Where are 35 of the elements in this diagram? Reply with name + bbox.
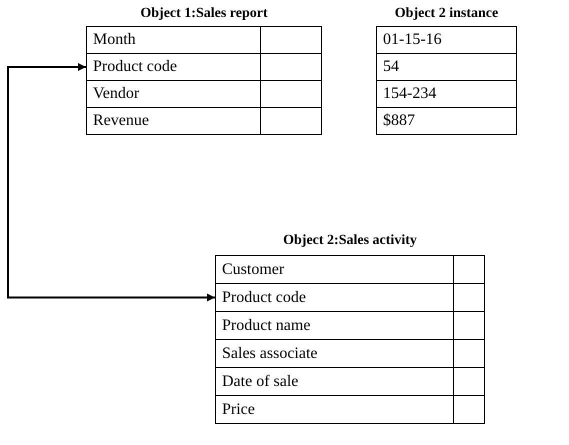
table bbox=[376, 6, 517, 135]
row-label: 54 bbox=[382, 58, 400, 76]
table-row bbox=[376, 26, 517, 54]
table-row bbox=[215, 283, 485, 312]
row-label: Revenue bbox=[92, 112, 150, 130]
row-label: Product name bbox=[221, 316, 312, 334]
table-row bbox=[215, 395, 485, 424]
row-label: Vendor bbox=[92, 85, 140, 103]
table-row bbox=[376, 80, 517, 108]
table-row bbox=[215, 367, 485, 396]
table-row bbox=[376, 53, 517, 81]
row-label: 01-15-16 bbox=[382, 31, 443, 49]
table-row bbox=[86, 26, 322, 54]
table-row bbox=[86, 107, 322, 135]
row-label: Date of sale bbox=[221, 372, 300, 390]
table-heading: Object 1:Sales report bbox=[139, 6, 269, 22]
row-label: Price bbox=[221, 400, 256, 418]
row-label: Product code bbox=[221, 288, 307, 306]
row-label: Sales associate bbox=[221, 344, 319, 362]
table bbox=[86, 6, 322, 135]
row-label: $887 bbox=[382, 112, 416, 130]
table-row bbox=[215, 255, 485, 284]
row-label: Product code bbox=[92, 58, 178, 76]
table-heading: Object 2:Sales activity bbox=[282, 233, 418, 249]
row-label: Month bbox=[92, 31, 137, 49]
table bbox=[215, 233, 485, 424]
connector-arrow bbox=[7, 63, 215, 302]
table-row bbox=[215, 339, 485, 368]
row-label: Customer bbox=[221, 260, 286, 278]
table-row bbox=[215, 311, 485, 340]
table-heading: Object 2 instance bbox=[394, 6, 500, 22]
table-row bbox=[86, 53, 322, 81]
row-label: 154-234 bbox=[382, 85, 438, 103]
table-row bbox=[86, 80, 322, 108]
table-row bbox=[376, 107, 517, 135]
